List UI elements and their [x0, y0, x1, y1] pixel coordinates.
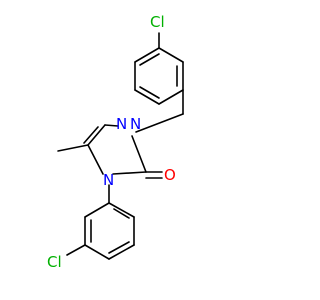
chlorine-atom-top: Cl [150, 13, 165, 31]
bond [66, 244, 86, 256]
bond [134, 47, 160, 63]
bond [108, 241, 130, 254]
bond [113, 208, 130, 219]
bond [104, 124, 119, 127]
bond [135, 113, 184, 133]
triazolone-ring [83, 124, 147, 175]
molecule-structure: Cl N N N O Cl [47, 13, 184, 271]
nitrogen-atom-n2: N [130, 115, 141, 133]
nitrogen-atom-n4: N [103, 171, 114, 189]
bond [87, 144, 104, 175]
oxygen-atom: O [164, 166, 176, 184]
bond [57, 144, 89, 152]
top-chlorophenyl-ring [134, 47, 184, 105]
bond [139, 53, 160, 66]
bond [84, 244, 110, 260]
structure-canvas: Cl N N N O Cl [47, 13, 184, 271]
bond [87, 124, 106, 146]
bond [84, 202, 110, 218]
bond [131, 135, 147, 173]
bond [158, 47, 184, 63]
bond [83, 126, 99, 144]
bond [108, 202, 135, 218]
bond [158, 89, 184, 105]
bottom-chlorophenyl-ring [84, 202, 135, 260]
bond [112, 171, 147, 175]
bond [134, 89, 160, 105]
chlorine-atom-bottom: Cl [47, 253, 62, 271]
nitrogen-atom-n1: N [116, 115, 127, 133]
bond [108, 244, 135, 260]
bond [139, 86, 160, 99]
